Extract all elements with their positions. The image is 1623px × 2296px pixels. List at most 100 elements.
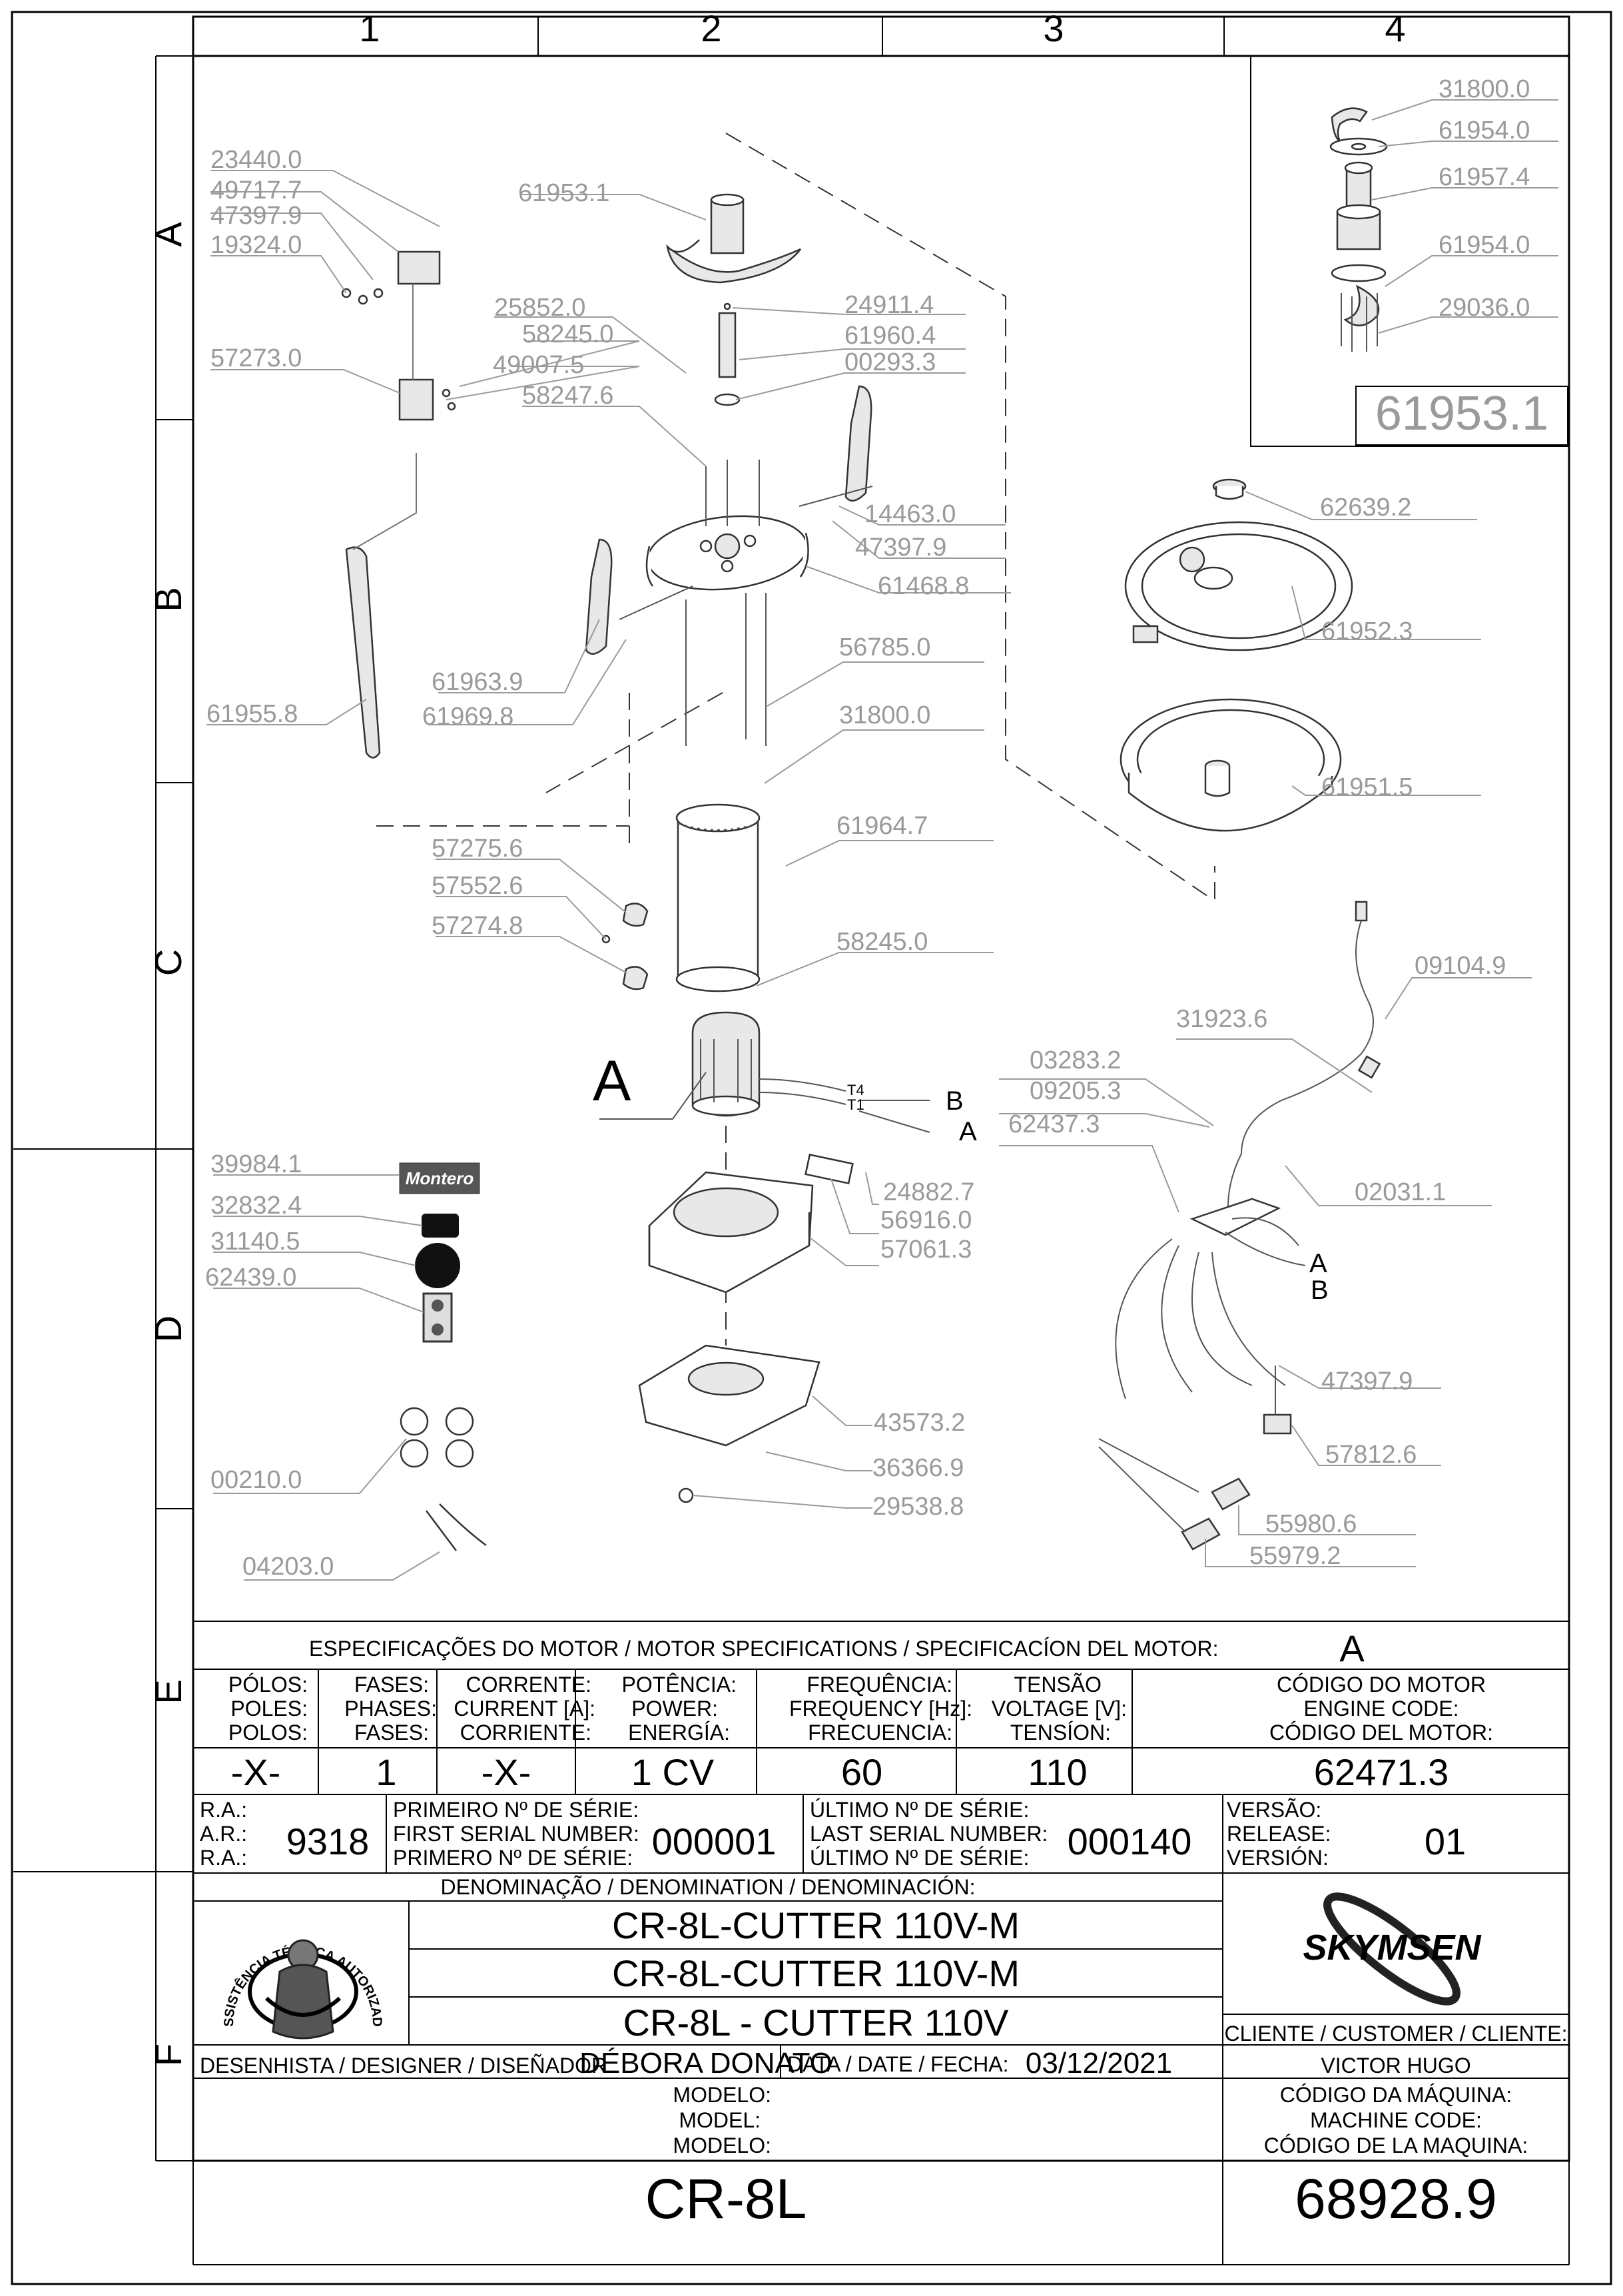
release-value: 01 [1425,1820,1466,1862]
leader-lines [206,99,1558,1581]
accessory-parts: Montero [399,1162,487,1551]
current-label-en: CURRENT [A]: [454,1697,595,1721]
grid-col-1: 1 [359,7,380,49]
part-39984-1: 39984.1 [210,1150,302,1178]
part-number-labels: 23440.0 49717.7 47397.9 19324.0 57273.0 … [205,75,1530,1581]
motor-spec-header: ESPECIFICAÇÕES DO MOTOR / MOTOR SPECIFIC… [309,1637,1219,1661]
current-label-es: CORRIENTE: [460,1721,591,1744]
model-label-pt: MODELO: [673,2083,771,2107]
model-value: CR-8L [645,2167,807,2230]
part-57552-6: 57552.6 [432,872,523,900]
motor-spec-values: -X- 1 -X- 1 CV 60 110 62471.3 [231,1751,1449,1793]
part-47397-9-b: 47397.9 [855,534,946,562]
motor-callout-A: A [593,1049,631,1113]
inset-code: 61953.1 [1375,387,1548,440]
montero-label: Montero [406,1168,474,1188]
power-label-pt: POTÊNCIA: [622,1673,737,1697]
wire-callout-B: B [946,1086,964,1116]
electric-motor [691,1011,846,1117]
part-02031-1: 02031.1 [1355,1178,1446,1206]
last-serial-label-pt: ÚLTIMO Nº DE SÉRIE: [810,1798,1029,1822]
inset-part-61954-0-b: 61954.0 [1439,231,1530,259]
grid-row-B: B [147,587,189,611]
grid-col-4: 4 [1385,7,1405,49]
part-57273-0: 57273.0 [210,344,302,372]
machine-code-label-es: CÓDIGO DE LA MAQUINA: [1264,2133,1528,2157]
machine-code-label-en: MACHINE CODE: [1310,2108,1482,2132]
engine-code-label-es: CÓDIGO DEL MOTOR: [1269,1721,1493,1744]
part-29538-8: 29538.8 [872,1493,964,1521]
frequency-label-pt: FREQUÊNCIA: [807,1673,952,1697]
current-value: -X- [482,1751,531,1793]
engine-code-label-pt: CÓDIGO DO MOTOR [1277,1673,1486,1697]
poles-label-pt: PÓLOS: [228,1673,308,1697]
part-56916-0: 56916.0 [880,1206,972,1234]
part-61960-4: 61960.4 [844,322,936,350]
denomination-header: DENOMINAÇÃO / DENOMINATION / DENOMINACIÓ… [441,1875,976,1899]
part-62437-3: 62437.3 [1008,1110,1100,1138]
base-plate [638,1344,820,1503]
part-55979-2: 55979.2 [1249,1542,1341,1570]
part-57274-8: 57274.8 [432,912,523,940]
callout-letters: A T4 T1 B A A B [593,1049,1329,1305]
part-49007-5: 49007.5 [493,351,584,379]
wiring-harness [1098,901,1381,1551]
power-label-es: ENERGÍA: [628,1721,730,1744]
voltage-label-es: TENSÍON: [1010,1721,1111,1744]
part-32832-4: 32832.4 [210,1192,302,1220]
designer-label: DESENHISTA / DESIGNER / DISEÑADOR: [200,2054,613,2078]
wire-callout-A: A [959,1117,977,1146]
part-24882-7: 24882.7 [883,1178,974,1206]
part-58247-6: 58247.6 [522,382,613,410]
part-58245-0-b: 58245.0 [836,928,928,956]
ra-label-en: A.R.: [200,1822,247,1846]
phases-label-en: PHASES: [344,1697,437,1721]
part-36366-9: 36366.9 [872,1454,964,1482]
denomination-line-3: CR-8L - CUTTER 110V [623,2002,1009,2044]
ra-label-pt: R.A.: [200,1798,247,1822]
bowl-lid-and-bowl [1120,478,1353,832]
current-label-pt: CORRENTE: [466,1673,591,1697]
denomination-block: DENOMINAÇÃO / DENOMINATION / DENOMINACIÓ… [441,1875,1020,2044]
ra-value: 9318 [286,1820,370,1862]
grid-row-C: C [147,949,189,976]
last-serial-value: 000140 [1068,1820,1192,1862]
client-label: CLIENTE / CUSTOMER / CLIENTE: [1224,2022,1567,2046]
part-61955-8: 61955.8 [206,700,298,728]
part-31800-0: 31800.0 [839,701,930,729]
phases-label-pt: FASES: [354,1673,429,1697]
engine-code-value: 62471.3 [1314,1751,1449,1793]
grid-row-labels: A B C D E F [147,222,189,2066]
ra-label-es: R.A.: [200,1846,247,1870]
part-14463-0: 14463.0 [864,500,956,528]
part-31923-6: 31923.6 [1176,1005,1267,1033]
machine-code-label-pt: CÓDIGO DA MÁQUINA: [1280,2083,1512,2107]
first-serial-value: 000001 [652,1820,777,1862]
part-09205-3: 09205.3 [1030,1077,1121,1105]
part-61963-9: 61963.9 [432,668,523,696]
part-61953-1: 61953.1 [518,179,609,207]
date-label: DATA / DATE / FECHA: [787,2052,1008,2076]
model-label-es: MODELO: [673,2133,771,2157]
part-61951-5: 61951.5 [1321,773,1413,801]
part-61468-8: 61468.8 [878,572,969,600]
part-09104-9: 09104.9 [1415,952,1506,980]
brand-logo: SKYMSEN [1303,1892,1482,2006]
latch-parts [601,903,649,990]
wire-label-T4: T4 [847,1082,864,1098]
client-value: VICTOR HUGO [1321,2054,1470,2078]
wire-label-T1: T1 [847,1096,864,1113]
engine-code-label-en: ENGINE CODE: [1304,1697,1459,1721]
part-04203-0: 04203.0 [242,1553,334,1581]
grid-row-D: D [147,1316,189,1342]
grid-row-A: A [147,222,189,247]
machine-code-value: 68928.9 [1295,2167,1497,2230]
inset-detail-box: 61953.1 [1250,56,1569,447]
first-serial-label-en: FIRST SERIAL NUMBER: [393,1822,639,1846]
part-43573-2: 43573.2 [874,1409,965,1437]
part-25852-0: 25852.0 [494,294,585,322]
part-19324-0: 19324.0 [210,231,302,259]
inset-part-31800-0: 31800.0 [1439,75,1530,103]
part-61969-8: 61969.8 [422,703,513,731]
